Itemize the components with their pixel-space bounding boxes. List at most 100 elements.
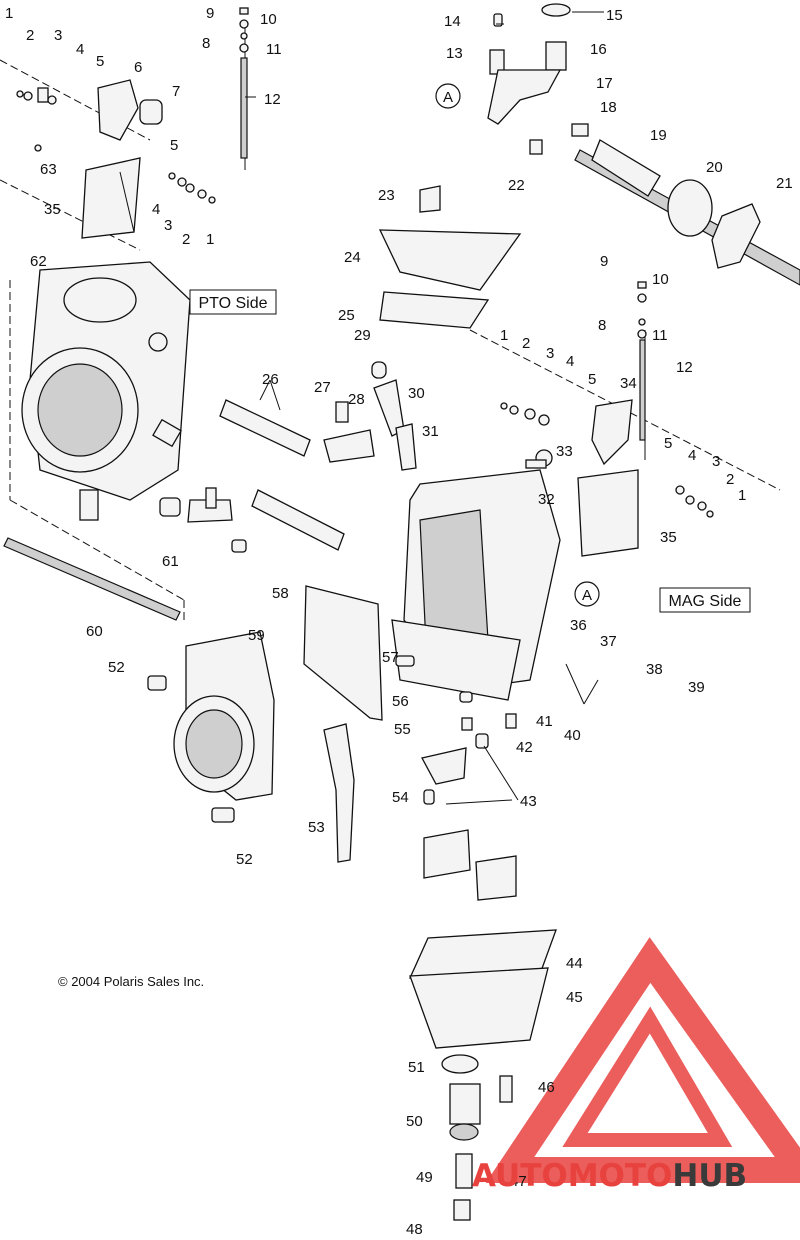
callout: 35 — [44, 201, 61, 218]
reference-marker-bottom: A — [574, 581, 600, 607]
callout: 61 — [162, 553, 179, 570]
callout: 9 — [206, 5, 214, 22]
callout: 49 — [416, 1169, 433, 1186]
callout: 1 — [206, 231, 214, 248]
callout: 26 — [262, 371, 279, 388]
callout: 25 — [338, 307, 355, 324]
callout: 13 — [446, 45, 463, 62]
watermark-text-dark: HUB — [672, 1158, 747, 1194]
callout: 62 — [30, 253, 47, 270]
callout: 10 — [652, 271, 669, 288]
callout: 7 — [172, 83, 180, 100]
svg-text:MAG Side: MAG Side — [669, 593, 742, 610]
callout: 39 — [688, 679, 705, 696]
callout: 52 — [236, 851, 253, 868]
right-linkage-group — [469, 281, 781, 557]
callout: 50 — [406, 1113, 423, 1130]
callout: 3 — [54, 27, 62, 44]
fuel-tubes — [3, 379, 345, 621]
callout: 44 — [566, 955, 583, 972]
callout: 38 — [646, 661, 663, 678]
callout: 6 — [134, 59, 142, 76]
callout: 3 — [164, 217, 172, 234]
callout: 47 — [510, 1173, 527, 1190]
callout: 10 — [260, 11, 277, 28]
callout: 59 — [248, 627, 265, 644]
callout: 60 — [86, 623, 103, 640]
callout: 17 — [596, 75, 613, 92]
callout: 3 — [546, 345, 554, 362]
callout: 1 — [5, 5, 13, 22]
callout: 5 — [96, 53, 104, 70]
callout: 11 — [266, 41, 282, 58]
callout: 2 — [182, 231, 190, 248]
callout: 2 — [726, 471, 734, 488]
copyright-text: © 2004 Polaris Sales Inc. — [58, 974, 204, 989]
callout: 51 — [408, 1059, 425, 1076]
callout: 28 — [348, 391, 365, 408]
callout: 41 — [536, 713, 553, 730]
callout: 57 — [382, 649, 399, 666]
callout: 2 — [522, 335, 530, 352]
callout: 12 — [676, 359, 693, 376]
callout: 4 — [76, 41, 84, 58]
callout: 29 — [354, 327, 371, 344]
callout: 30 — [408, 385, 425, 402]
callout: 4 — [688, 447, 696, 464]
callout: 1 — [738, 487, 746, 504]
callout-numbers: 1 2 3 4 5 6 7 63 35 5 4 3 2 1 9 10 8 11 … — [5, 5, 793, 1238]
callout: 46 — [538, 1079, 555, 1096]
callout: 58 — [272, 585, 289, 602]
callout: 9 — [600, 253, 608, 270]
watermark-text: AUTOMOTOHUB — [472, 1158, 747, 1194]
left-carburetor-body — [9, 261, 191, 620]
callout: 43 — [520, 793, 537, 810]
callout: 52 — [108, 659, 125, 676]
callout: 24 — [344, 249, 361, 266]
callout: 3 — [712, 453, 720, 470]
callout: 54 — [392, 789, 409, 806]
top-right-shaft-group — [487, 3, 800, 286]
callout: 53 — [308, 819, 325, 836]
reference-marker-top: A — [435, 83, 461, 109]
callout: 15 — [606, 7, 623, 24]
callout: 14 — [444, 13, 461, 30]
watermark-text-red: AUTOMOTO — [472, 1158, 672, 1194]
pto-side-label: PTO Side — [189, 289, 277, 315]
callout: 48 — [406, 1221, 423, 1238]
callout: 33 — [556, 443, 573, 460]
callout: 32 — [538, 491, 555, 508]
callout: 22 — [508, 177, 525, 194]
watermark-logo — [485, 937, 800, 1183]
callout: 31 — [422, 423, 439, 440]
callout: 36 — [570, 617, 587, 634]
callout: 40 — [564, 727, 581, 744]
center-carburetor-body — [323, 185, 561, 701]
callout: 23 — [378, 187, 395, 204]
leader-lines — [245, 11, 604, 805]
callout: 5 — [664, 435, 672, 452]
callout: 8 — [598, 317, 606, 334]
mag-side-label: MAG Side — [659, 587, 751, 613]
top-left-linkage-group — [0, 7, 249, 251]
callout: 5 — [588, 371, 596, 388]
callout: 4 — [566, 353, 574, 370]
callout: 11 — [652, 327, 668, 344]
callout: 16 — [590, 41, 607, 58]
callout: 63 — [40, 161, 57, 178]
callout: 20 — [706, 159, 723, 176]
callout: 8 — [202, 35, 210, 52]
callout: 37 — [600, 633, 617, 650]
callout: 56 — [392, 693, 409, 710]
svg-text:A: A — [582, 587, 592, 604]
callout: 2 — [26, 27, 34, 44]
lower-center-parts — [408, 691, 557, 1221]
callout: 42 — [516, 739, 533, 756]
callout: 34 — [620, 375, 637, 392]
svg-text:A: A — [443, 89, 453, 106]
callout: 35 — [660, 529, 677, 546]
callout: 19 — [650, 127, 667, 144]
callout: 1 — [500, 327, 508, 344]
callout: 21 — [776, 175, 793, 192]
